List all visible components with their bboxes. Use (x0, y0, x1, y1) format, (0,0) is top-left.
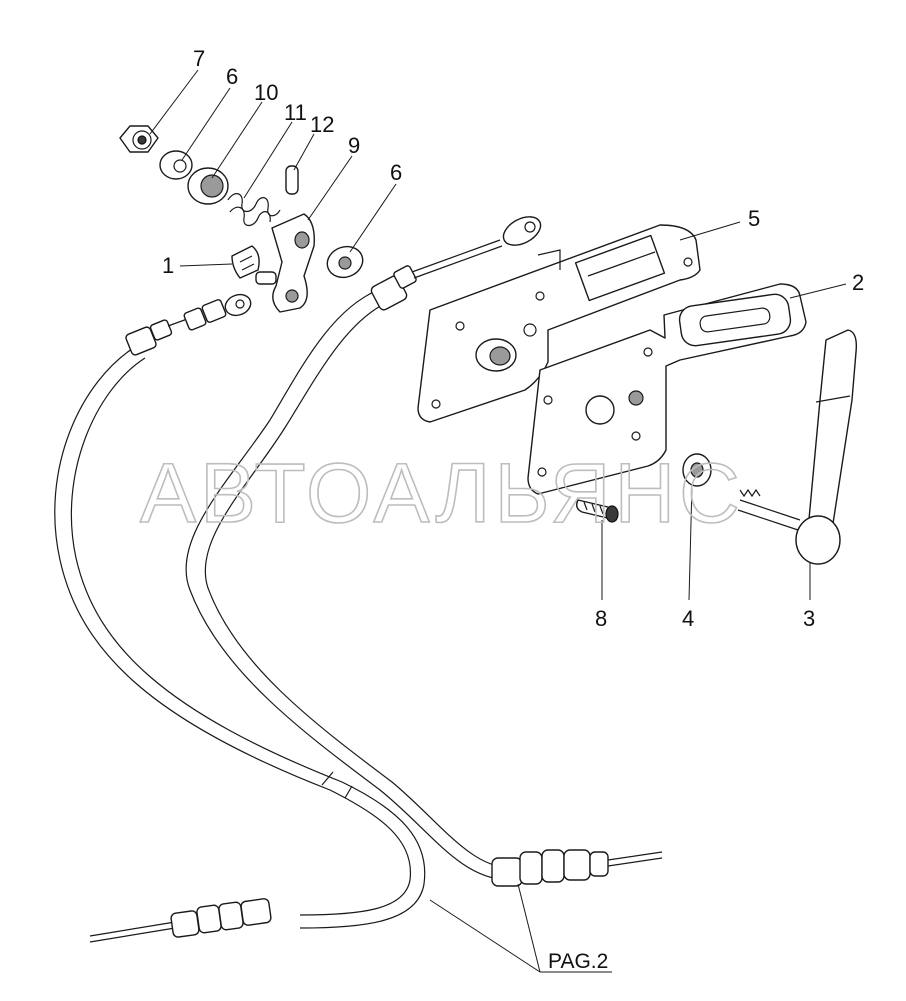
cable-left (54, 293, 426, 943)
part-7-nut (119, 125, 159, 153)
watermark-text: АВТОАЛЬЯНС (140, 446, 744, 540)
leader-lines (149, 69, 847, 973)
part-6-washer-mid (326, 245, 364, 279)
callout-12: 12 (310, 112, 334, 137)
callout-8: 8 (595, 606, 607, 631)
callout-10: 10 (254, 80, 278, 105)
callout-5: 5 (748, 206, 760, 231)
callout-11: 11 (284, 100, 307, 125)
cable-right (185, 216, 663, 887)
callout-4: 4 (682, 606, 694, 631)
callout-6-mid: 6 (390, 160, 402, 185)
page-reference-label: PAG.2 (548, 950, 608, 973)
callout-7: 7 (193, 46, 205, 71)
part-3-lever (737, 329, 858, 565)
part-2-plate (527, 283, 807, 495)
part-6-washer-top (159, 150, 193, 180)
callout-1: 1 (162, 253, 174, 278)
callout-3: 3 (803, 606, 815, 631)
part-8-screw (575, 499, 619, 523)
callout-2: 2 (852, 270, 864, 295)
part-12-pin (285, 165, 299, 195)
callout-9: 9 (348, 133, 360, 158)
part-1-clip (231, 245, 260, 279)
part-11-spring (227, 193, 281, 227)
callout-6-top: 6 (226, 64, 238, 89)
part-4-washer (682, 453, 712, 487)
part-5-plate (417, 224, 701, 423)
part-9-lever (255, 213, 315, 313)
part-10-bushing (187, 167, 229, 205)
